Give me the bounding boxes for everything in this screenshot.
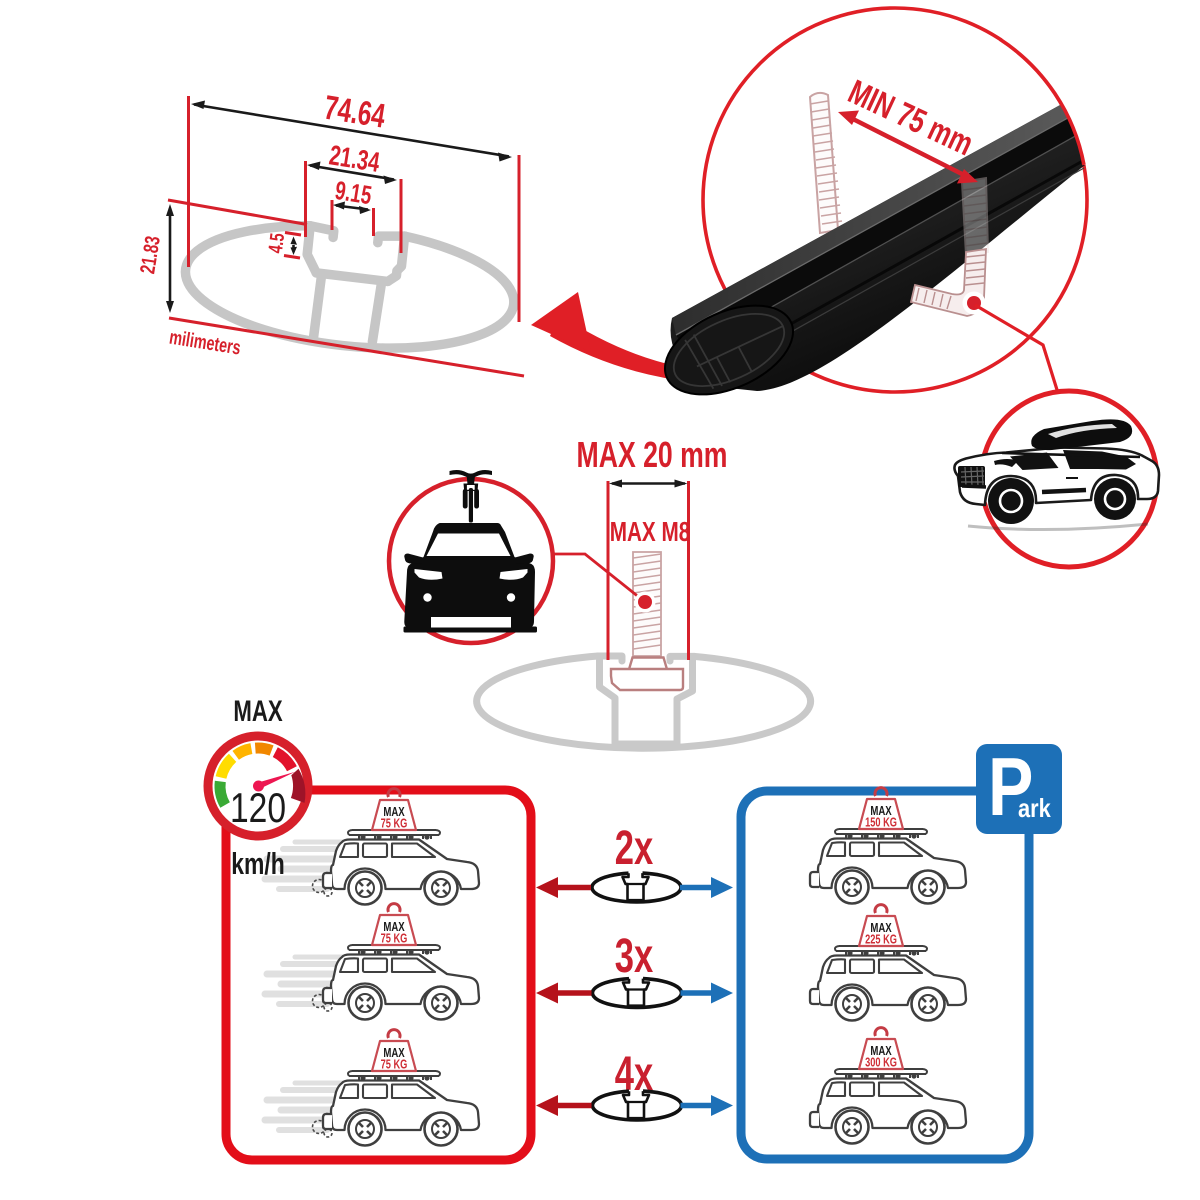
svg-text:P: P	[988, 741, 1033, 834]
svg-text:MAX 20 mm: MAX 20 mm	[577, 434, 728, 475]
svg-text:ark: ark	[1018, 794, 1051, 823]
svg-text:MAX: MAX	[870, 805, 892, 819]
svg-text:MAX M8: MAX M8	[610, 517, 691, 548]
svg-text:75 KG: 75 KG	[381, 932, 408, 946]
svg-text:9.15: 9.15	[333, 175, 374, 210]
svg-text:MAX: MAX	[383, 806, 405, 820]
svg-text:MAX: MAX	[233, 694, 283, 728]
svg-text:MAX: MAX	[870, 1045, 892, 1059]
svg-text:MAX: MAX	[383, 921, 405, 935]
svg-text:3x: 3x	[615, 928, 653, 982]
svg-text:120: 120	[230, 786, 286, 832]
svg-text:km/h: km/h	[231, 846, 285, 881]
svg-text:75 KG: 75 KG	[381, 1058, 408, 1072]
svg-text:2x: 2x	[615, 820, 653, 874]
svg-text:21.83: 21.83	[135, 234, 165, 275]
svg-text:150 KG: 150 KG	[865, 816, 897, 830]
svg-text:300 KG: 300 KG	[865, 1056, 897, 1070]
svg-text:225 KG: 225 KG	[865, 933, 897, 947]
svg-text:75 KG: 75 KG	[381, 817, 408, 831]
svg-text:MAX: MAX	[870, 922, 892, 936]
svg-text:MAX: MAX	[383, 1047, 405, 1061]
svg-text:4.5: 4.5	[264, 232, 289, 255]
